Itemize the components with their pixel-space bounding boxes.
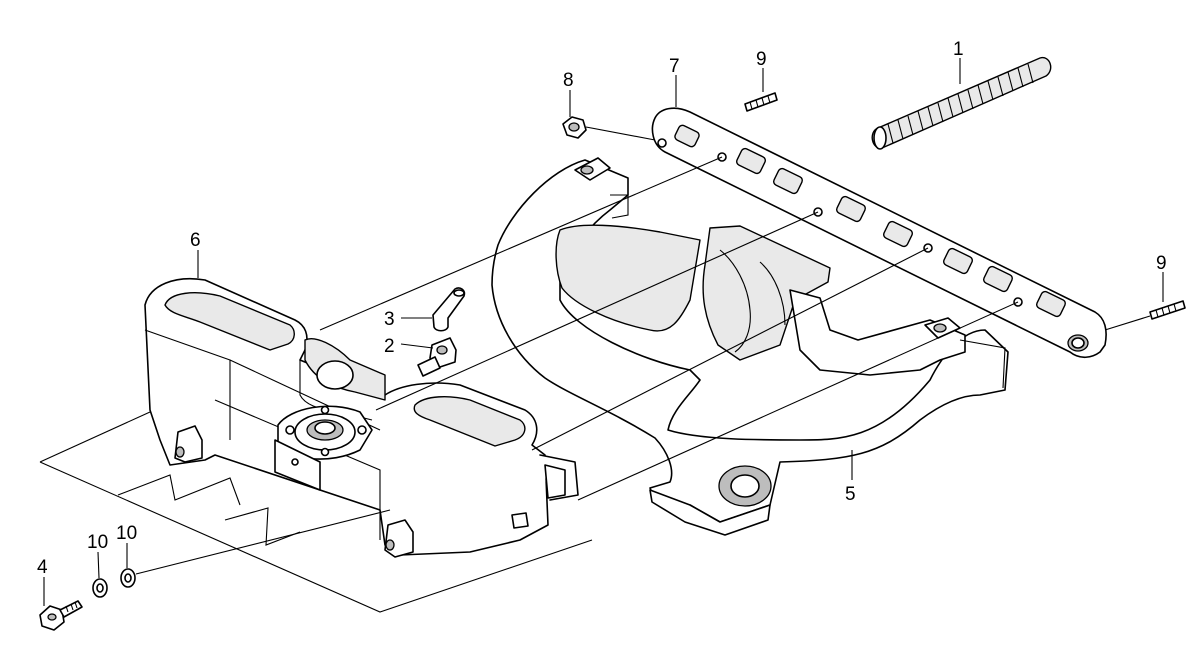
bolt-part-4 (39, 600, 83, 631)
callout-3: 3 (384, 309, 395, 330)
callout-10-right: 10 (116, 523, 137, 544)
callout-9-right: 9 (1156, 253, 1167, 274)
callout-9-top: 9 (756, 49, 767, 70)
assembly-lines (135, 126, 1151, 575)
callout-5: 5 (845, 484, 856, 505)
callout-10-left: 10 (87, 532, 108, 553)
callout-2: 2 (384, 336, 395, 357)
flex-pipe-part-1 (871, 56, 1052, 150)
elbow-fitting-part-3 (432, 287, 466, 332)
leader-lines (43, 58, 1164, 606)
exhaust-manifold-part-5 (491, 157, 1009, 536)
washer-part-10-right (120, 568, 136, 588)
callout-4: 4 (37, 557, 48, 578)
callout-8: 8 (563, 70, 574, 91)
nut-part-8 (562, 116, 587, 139)
callout-7: 7 (669, 56, 680, 77)
gasket-part-7 (651, 107, 1107, 359)
callout-6: 6 (190, 230, 201, 251)
housing-part-6 (144, 278, 579, 558)
stud-part-9-right (1149, 300, 1186, 320)
callout-1: 1 (953, 39, 964, 60)
washer-part-10-left (92, 578, 108, 598)
stud-part-9-top (744, 92, 778, 112)
union-fitting-part-2 (417, 337, 457, 377)
